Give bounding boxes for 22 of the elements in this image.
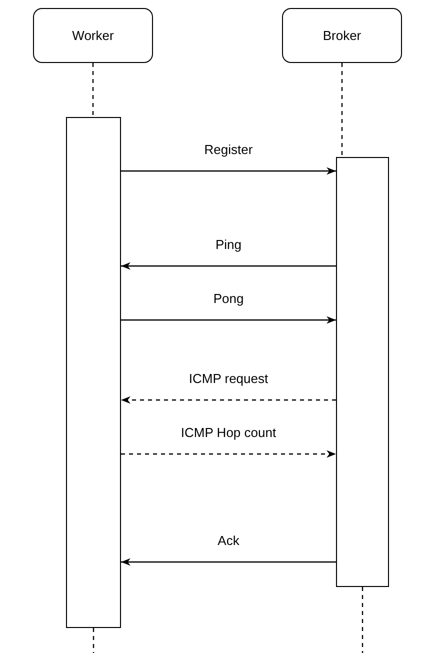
message-label: ICMP request [188,371,268,386]
message-label: Ping [215,237,242,252]
message-arrow [121,558,336,566]
message-arrow [121,396,336,404]
message-label: Register [204,142,253,157]
lifeline [92,63,94,117]
participant-name: Broker [322,28,362,43]
message-label: Pong [213,291,244,306]
message-label: ICMP Hop count [180,425,276,440]
participant-box [33,8,153,63]
participant-box [282,8,402,63]
message-arrow [121,262,336,270]
message-label: Ack [218,533,240,548]
activation-bar [336,157,389,587]
participant-name: Worker [72,28,114,43]
activation-bar [66,117,121,628]
lifeline [362,587,364,653]
message-arrow [121,450,336,458]
lifeline [92,628,94,653]
message-arrow [121,316,336,324]
message-arrow [121,167,336,175]
lifeline [341,63,343,157]
